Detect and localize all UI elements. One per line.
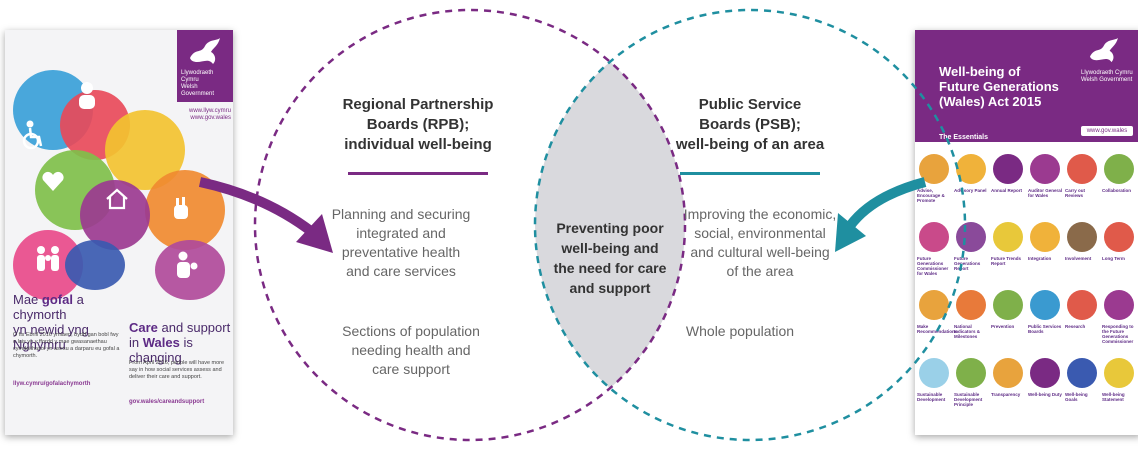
psb-heading: Public Service Boards (PSB); well-being … xyxy=(675,96,825,153)
dragon-icon xyxy=(190,38,220,64)
essentials-icon xyxy=(993,290,1023,320)
essentials-icon xyxy=(1030,154,1060,184)
essentials-icon xyxy=(1067,154,1097,184)
essentials-icon xyxy=(919,222,949,252)
care-and-support-brochure: Llywodraeth Cymru Welsh Government www.l… xyxy=(5,30,233,435)
dragon-icon xyxy=(1090,37,1118,63)
bubble-decoration xyxy=(65,240,125,290)
essentials-icon xyxy=(1030,358,1060,388)
essentials-icon-label: Prevention xyxy=(991,324,1015,329)
essentials-icon-label: Well-being Duty xyxy=(1028,392,1062,397)
welsh-title: Mae gofal a chymorth yn newid yng Nghymr… xyxy=(13,292,89,352)
web-address: www.gov.wales xyxy=(1086,128,1128,134)
welsh-link[interactable]: llyw.cymru/gofalachymorth xyxy=(13,381,91,387)
english-link[interactable]: gov.wales/careandsupport xyxy=(129,399,205,405)
essentials-icon-label: Responding to the Future Generations Com… xyxy=(1102,324,1134,344)
essentials-icon xyxy=(993,358,1023,388)
brochure-title: Well-being of Future Generations (Wales)… xyxy=(939,64,1059,109)
rpb-description: Planning and securing integrated and pre… xyxy=(331,206,471,279)
essentials-icon-label: Transparency xyxy=(991,392,1021,397)
brochure-subtitle: The Essentials xyxy=(939,134,989,141)
essentials-icon-label: Well-being Statement xyxy=(1102,392,1125,402)
wheelchair-icon xyxy=(22,120,43,150)
web-address-welsh: www.llyw.cymru xyxy=(188,108,231,114)
essentials-icon-label: Auditor General for Wales xyxy=(1028,188,1063,198)
essentials-icon xyxy=(1067,358,1097,388)
essentials-icon xyxy=(956,290,986,320)
overlap-region xyxy=(535,10,685,440)
essentials-icon-label: Future Trends Report xyxy=(991,256,1022,266)
hand-icon xyxy=(174,197,188,219)
essentials-icon xyxy=(1067,222,1097,252)
rpb-circle xyxy=(253,8,687,442)
essentials-icon-label: Integration xyxy=(1028,256,1052,261)
person-icon xyxy=(79,82,95,109)
psb-underline xyxy=(680,172,820,175)
essentials-icon xyxy=(993,154,1023,184)
essentials-icon xyxy=(1104,222,1134,252)
rpb-heading: Regional Partnership Boards (RPB); indiv… xyxy=(342,96,494,153)
essentials-icon-label: Involvement xyxy=(1065,256,1092,261)
essentials-icon-label: Sustainable Development Principle xyxy=(954,392,983,407)
essentials-icon-label: Advise, Encourage & Promote xyxy=(917,188,945,203)
web-address-pill: www.gov.wales xyxy=(1081,126,1133,136)
essentials-icon xyxy=(1104,358,1134,388)
right-arrow-shaft xyxy=(845,177,927,230)
essentials-icon xyxy=(993,222,1023,252)
brochure-header: Well-being of Future Generations (Wales)… xyxy=(915,30,1138,142)
heart-icon xyxy=(42,171,64,191)
home-icon xyxy=(106,188,128,210)
essentials-icon-label: Research xyxy=(1065,324,1086,329)
essentials-icon-label: Collaboration xyxy=(1102,188,1131,193)
overlap-label: Preventing poor well-being and the need … xyxy=(553,220,667,296)
essentials-icon xyxy=(1104,290,1134,320)
essentials-icon xyxy=(1030,290,1060,320)
essentials-icon-label: Long Term xyxy=(1102,256,1125,261)
essentials-icon-label: Sustainable Development xyxy=(917,392,946,402)
left-arrow-shaft xyxy=(198,177,316,236)
psb-population: Whole population xyxy=(685,323,795,339)
mother-child-icon xyxy=(177,251,198,278)
psb-description: Improving the economic, social, environm… xyxy=(683,206,837,279)
logo-text-english: Welsh Government xyxy=(181,84,215,97)
welsh-body: O fis Ebrill 2016 ymlaen, bydd gan bobl … xyxy=(13,332,120,359)
rpb-underline xyxy=(348,172,488,175)
logo-text-welsh: Llywodraeth Cymru xyxy=(1081,70,1133,76)
logo-text-welsh: Llywodraeth Cymru xyxy=(181,70,214,83)
essentials-icon-label: Future Generations Commissioner for Wale… xyxy=(917,256,949,276)
rpb-population: Sections of population needing health an… xyxy=(342,323,480,377)
essentials-icon xyxy=(919,358,949,388)
essentials-icon-label: Annual Report xyxy=(991,188,1022,193)
essentials-icon-label: Advisory Panel xyxy=(954,188,987,193)
essentials-icon-label: Public Services Boards xyxy=(1028,324,1062,334)
essentials-icon xyxy=(1067,290,1097,320)
essentials-icon xyxy=(956,358,986,388)
essentials-icon-label: Make Recommendations xyxy=(917,324,958,334)
essentials-icon xyxy=(1030,222,1060,252)
essentials-icon-label: National Indicators & Milestones xyxy=(954,324,981,339)
logo-text-english: Welsh Government xyxy=(1081,77,1133,83)
left-arrow-icon xyxy=(296,214,333,253)
family-icon xyxy=(37,246,59,271)
essentials-icon xyxy=(1104,154,1134,184)
essentials-icon-label: Well-being Goals xyxy=(1065,392,1088,402)
english-title: Care and support in Wales is changing xyxy=(129,320,231,365)
web-address-english: www.gov.wales xyxy=(190,115,231,121)
future-generations-act-brochure: Well-being of Future Generations (Wales)… xyxy=(915,30,1138,435)
welsh-government-logo: Llywodraeth Cymru Welsh Government xyxy=(177,30,233,102)
essentials-icon-label: Carry out Reviews xyxy=(1065,188,1086,198)
english-body: From April 2016, people will have more s… xyxy=(129,360,225,380)
right-arrow-icon xyxy=(835,213,866,252)
psb-circle xyxy=(533,8,967,442)
essentials-icon xyxy=(956,222,986,252)
